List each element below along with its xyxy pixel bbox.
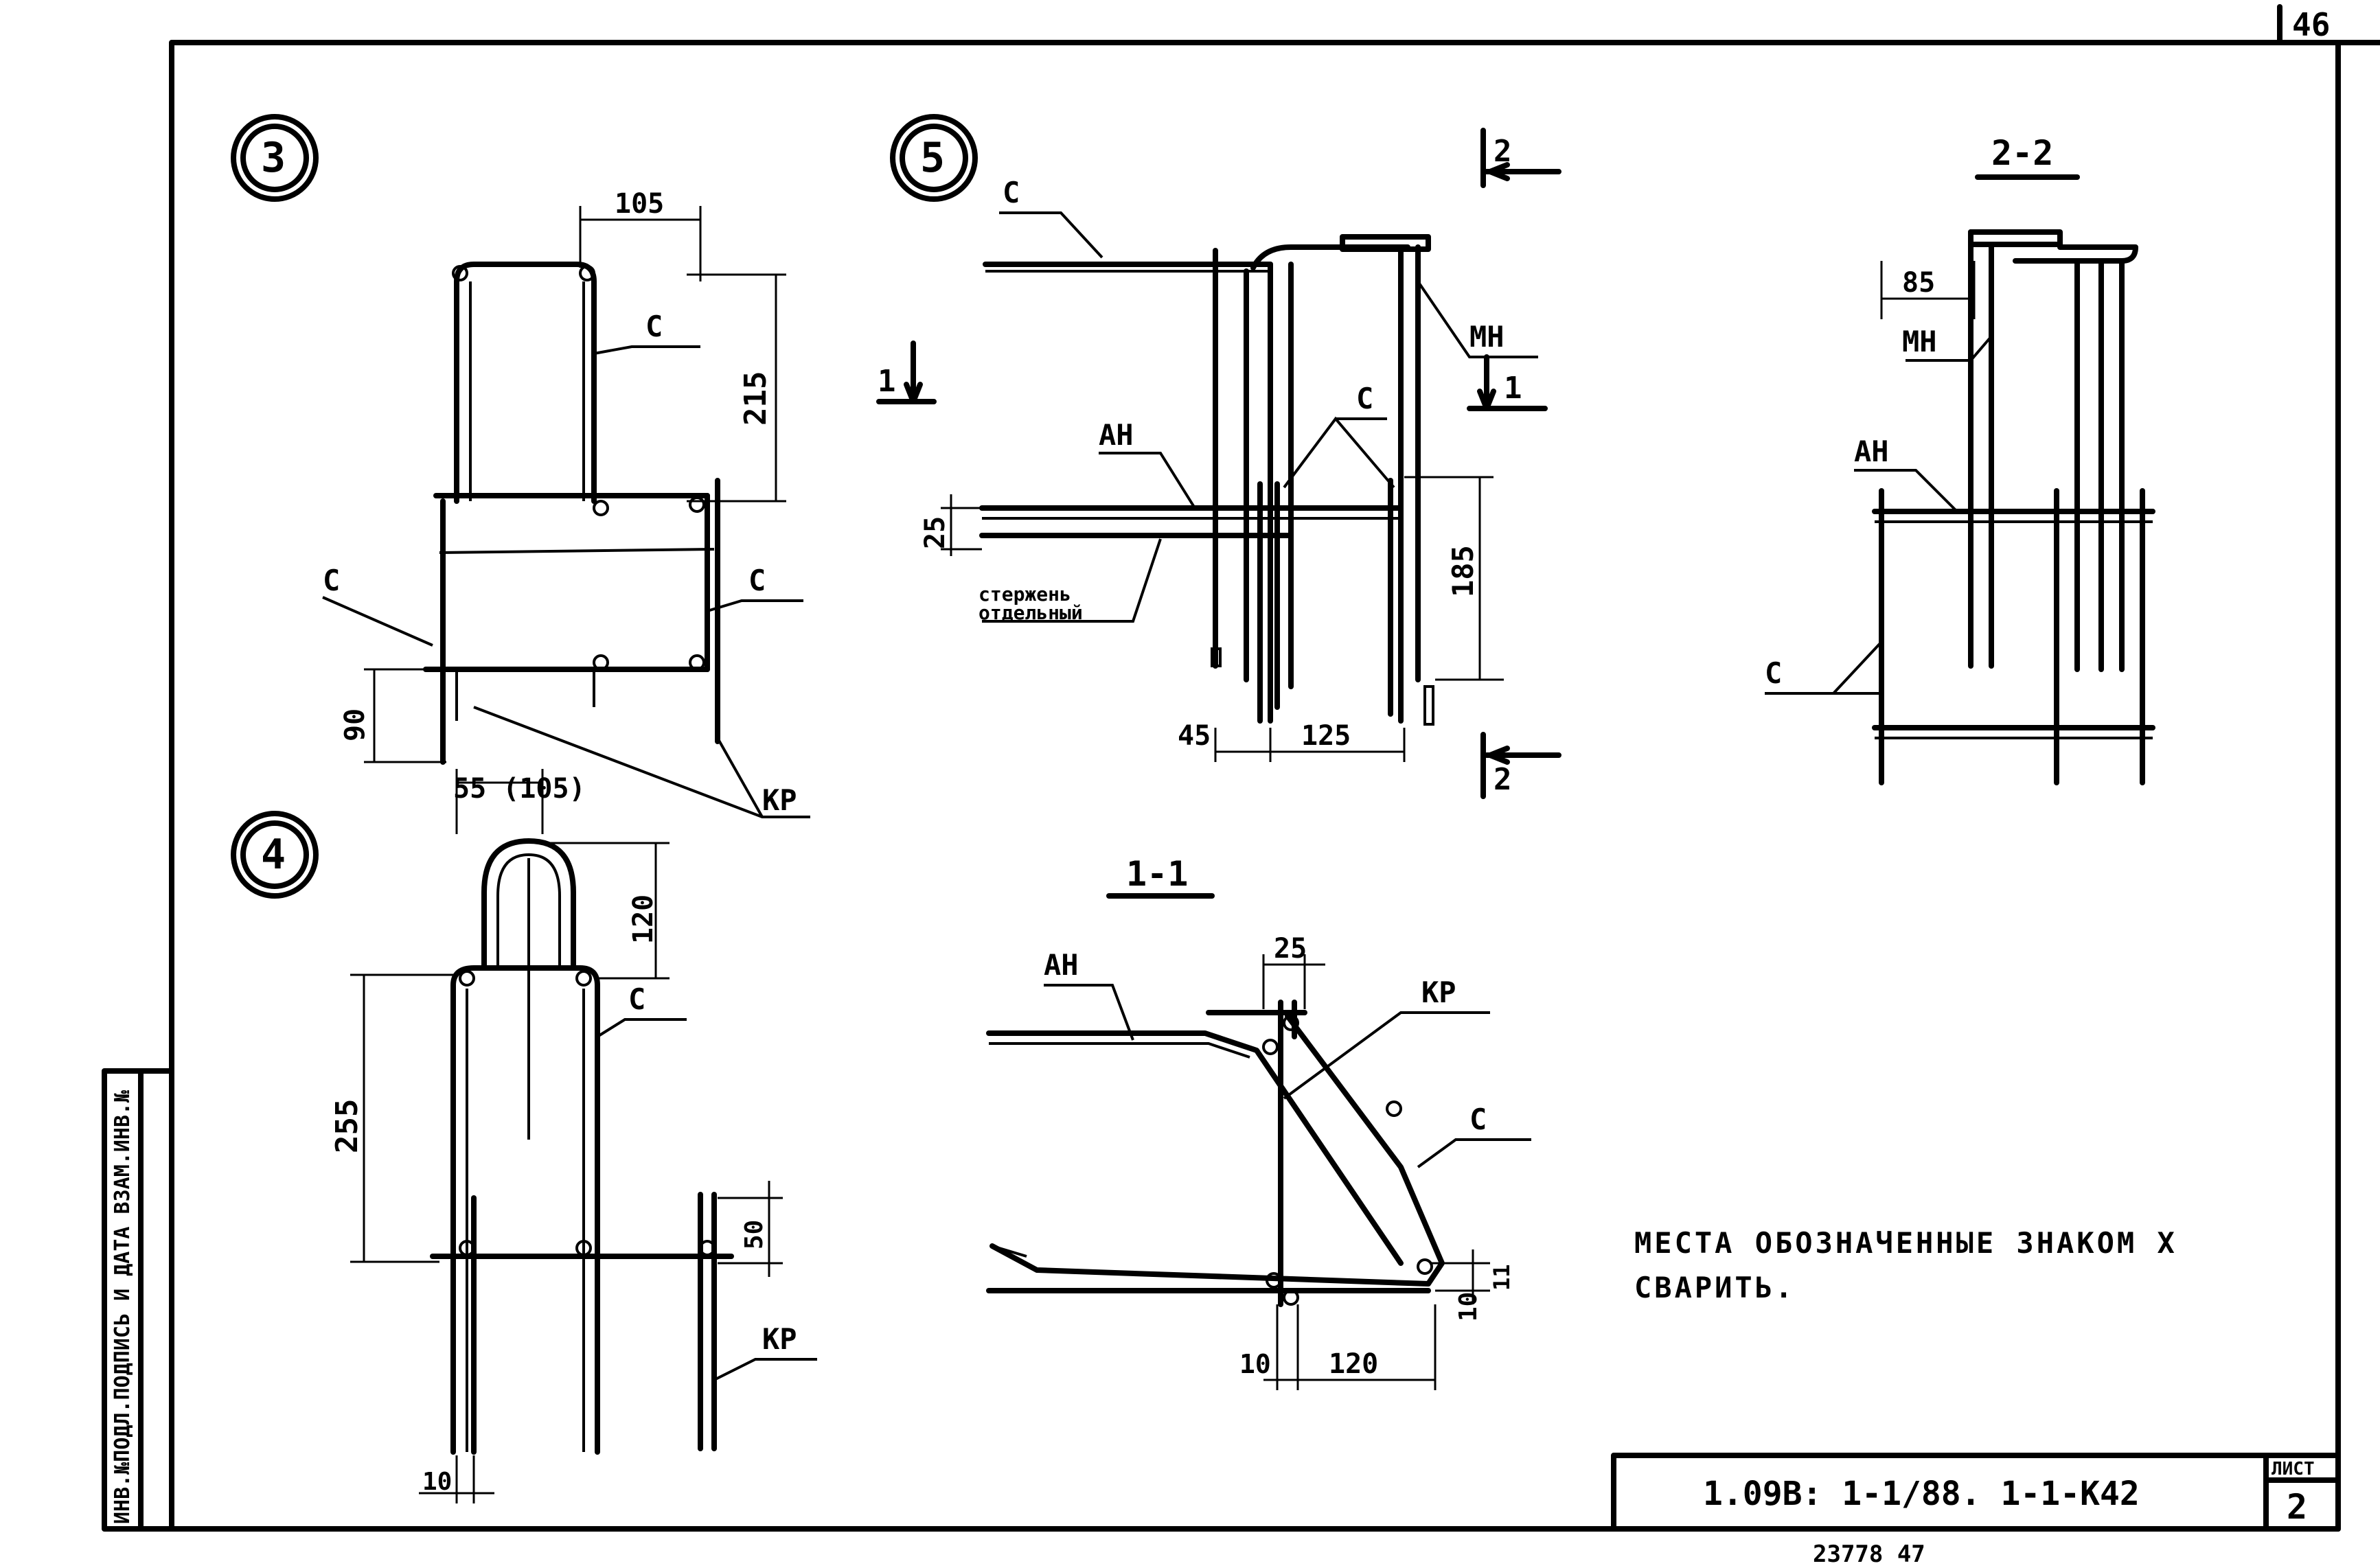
s22-label-mn: МН — [1902, 325, 1937, 358]
d4-dim-255: 255 — [330, 1099, 365, 1153]
drawing-code: 1.09В: 1-1/88. 1-1-К42 — [1703, 1475, 2140, 1513]
d5-section-2-top: 2 — [1494, 134, 1512, 169]
detail-3: 3 105 215 90 С С С КР — [231, 114, 810, 818]
s22-dim-85: 85 — [1902, 267, 1935, 299]
side-stamp: ИНВ.№ПОДЛ.ПОДПИСЬ И ДАТА ВЗАМ.ИНВ.№ — [102, 1068, 174, 1532]
detail-5: 5 1 1 2 2 25 185 — [876, 114, 1561, 799]
d5-label-rod-1: стержень — [979, 583, 1071, 606]
sheet-corner-number: 46 — [2292, 6, 2330, 43]
detail-5-mark: 5 — [920, 134, 945, 182]
d4-dim-10: 10 — [422, 1468, 452, 1496]
s11-label-kr: КР — [1421, 976, 1456, 1009]
section-1-1-title: 1-1 — [1126, 854, 1188, 894]
d3-dim-90: 90 — [339, 708, 371, 741]
detail-3-mark: 3 — [261, 134, 286, 182]
sheet-label: ЛИСТ — [2272, 1459, 2315, 1479]
s11-dim-25: 25 — [1274, 933, 1307, 965]
d5-label-c1: С — [1003, 176, 1020, 209]
d5-dim-125: 125 — [1301, 720, 1351, 752]
note-line-2: СВАРИТЬ. — [1634, 1271, 1795, 1304]
d5-section-1-right: 1 — [1504, 371, 1522, 406]
d5-label-an: АН — [1099, 418, 1134, 452]
d5-label-mn: МН — [1469, 320, 1504, 354]
section-1-1: 1-1 25 10 120 10 11 АН КР С — [986, 854, 1531, 1390]
s11-label-an: АН — [1044, 948, 1079, 982]
s22-label-an: АН — [1854, 435, 1889, 468]
d3-label-kr: КР — [762, 783, 797, 817]
d5-label-rod-2: отдельный — [979, 601, 1083, 624]
detail-4-mark: 4 — [261, 831, 286, 879]
d3-dim-105: 105 — [615, 188, 664, 220]
s11-dim-11: 11 — [1489, 1264, 1515, 1291]
d4-dim-55-105: 55 (105) — [453, 773, 586, 805]
note-line-1: МЕСТА ОБОЗНАЧЕННЫЕ ЗНАКОМ Х — [1634, 1226, 2177, 1260]
s11-label-c: С — [1469, 1103, 1487, 1136]
d5-section-1-left: 1 — [878, 364, 896, 399]
sheet-frame: 46 — [169, 4, 2380, 1532]
d3-label-c1: С — [645, 310, 663, 343]
d4-dim-50: 50 — [740, 1220, 768, 1249]
s11-dim-10-b: 10 — [1454, 1292, 1483, 1322]
s22-label-c: С — [1765, 656, 1782, 690]
d4-dim-120: 120 — [628, 895, 659, 944]
section-2-2-title: 2-2 — [1991, 133, 2053, 173]
d4-label-kr: КР — [762, 1322, 797, 1356]
sheet-number: 2 — [2287, 1487, 2307, 1527]
section-2-2: 2-2 85 МН АН С — [1765, 133, 2155, 785]
title-block: 1.09В: 1-1/88. 1-1-К42 ЛИСТ 2 — [1611, 1453, 2341, 1532]
d3-label-c2: С — [323, 564, 340, 597]
d4-label-c: С — [628, 982, 645, 1016]
side-stamp-text: ИНВ.№ПОДЛ.ПОДПИСЬ И ДАТА ВЗАМ.ИНВ.№ — [111, 1089, 135, 1524]
s11-dim-120: 120 — [1329, 1348, 1378, 1380]
d5-dim-25: 25 — [919, 516, 951, 549]
d5-dim-45: 45 — [1178, 720, 1211, 752]
d3-dim-215: 215 — [738, 371, 773, 426]
d5-dim-185: 185 — [1446, 545, 1480, 597]
archive-number: 23778 47 — [1813, 1541, 1925, 1568]
welding-note: МЕСТА ОБОЗНАЧЕННЫЕ ЗНАКОМ Х СВАРИТЬ. — [1634, 1226, 2177, 1304]
d5-section-2-bottom: 2 — [1494, 762, 1512, 797]
d3-label-c3: С — [748, 564, 766, 597]
detail-4: 4 55 (105) 120 255 50 10 С КР — [231, 769, 817, 1503]
s11-dim-10-a: 10 — [1239, 1349, 1271, 1379]
d5-label-c2: С — [1356, 382, 1373, 415]
